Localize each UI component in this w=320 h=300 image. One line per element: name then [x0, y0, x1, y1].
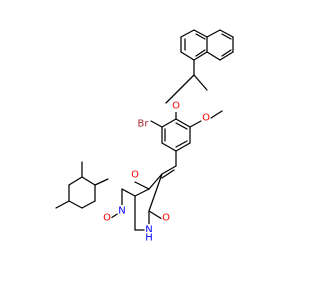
- bond: [180, 51, 195, 61]
- bond: [55, 200, 70, 209]
- bond: [175, 122, 188, 130]
- atom-label-n1: N: [117, 205, 127, 217]
- bond: [161, 142, 177, 152]
- atom-label-background: [117, 205, 127, 217]
- atom-label-background: [130, 169, 140, 181]
- bond: [81, 176, 96, 186]
- bond: [219, 29, 234, 38]
- bond: [121, 188, 136, 197]
- bond: [189, 120, 202, 128]
- bond: [94, 178, 109, 186]
- bond: [180, 74, 195, 89]
- bond: [148, 173, 163, 212]
- bond: [206, 51, 221, 61]
- atom-label-background: [136, 118, 150, 130]
- bond: [148, 173, 163, 190]
- bond: [219, 51, 234, 61]
- bond: [165, 87, 182, 104]
- bond-layer: [55, 29, 234, 231]
- atom-symbol: O: [162, 213, 170, 224]
- atom-label-background: [161, 212, 171, 224]
- atom-symbol: Br: [138, 119, 150, 130]
- atom-label-o_ether_naph: O: [171, 100, 181, 112]
- atom-label-h_n3: H: [144, 232, 154, 244]
- bond: [161, 118, 177, 128]
- atom-symbol: O: [172, 101, 180, 112]
- atom-label-o_c6: O: [130, 169, 140, 181]
- atom-label-background: [144, 232, 154, 244]
- bond: [193, 51, 208, 61]
- bond: [175, 118, 191, 128]
- bond: [161, 169, 175, 179]
- bond: [150, 120, 163, 128]
- atom-symbol: O: [202, 113, 210, 124]
- atom-label-background: [201, 112, 211, 124]
- bond: [180, 29, 195, 38]
- bond: [221, 49, 232, 57]
- bond: [134, 188, 150, 197]
- bond: [148, 210, 163, 220]
- atom-label-o_c2: O: [102, 212, 112, 224]
- bond: [68, 176, 83, 186]
- bond: [134, 181, 150, 190]
- bond: [195, 33, 206, 40]
- atom-label-o_c4: O: [161, 212, 171, 224]
- atom-symbol: N: [145, 225, 152, 236]
- bond: [193, 74, 208, 91]
- atom-label-o_methoxy: O: [201, 112, 211, 124]
- atom-symbol: N: [118, 206, 125, 217]
- bond: [161, 165, 177, 175]
- bond: [68, 200, 83, 209]
- atom-symbol: H: [145, 233, 153, 244]
- atom-symbol: O: [103, 213, 111, 224]
- bond: [221, 33, 232, 40]
- atom-label-background: [102, 212, 112, 224]
- bond: [193, 29, 208, 38]
- atom-label-background: [144, 224, 154, 236]
- atom-label-n3: N: [144, 224, 154, 236]
- bond: [206, 29, 221, 38]
- bond: [210, 110, 223, 119]
- bond: [175, 140, 188, 148]
- atom-label-background: [171, 100, 181, 112]
- atom-symbol: O: [131, 170, 139, 181]
- bond: [195, 49, 206, 57]
- bond: [81, 200, 96, 209]
- atom-label-br: Br: [136, 118, 150, 130]
- bond: [175, 142, 191, 152]
